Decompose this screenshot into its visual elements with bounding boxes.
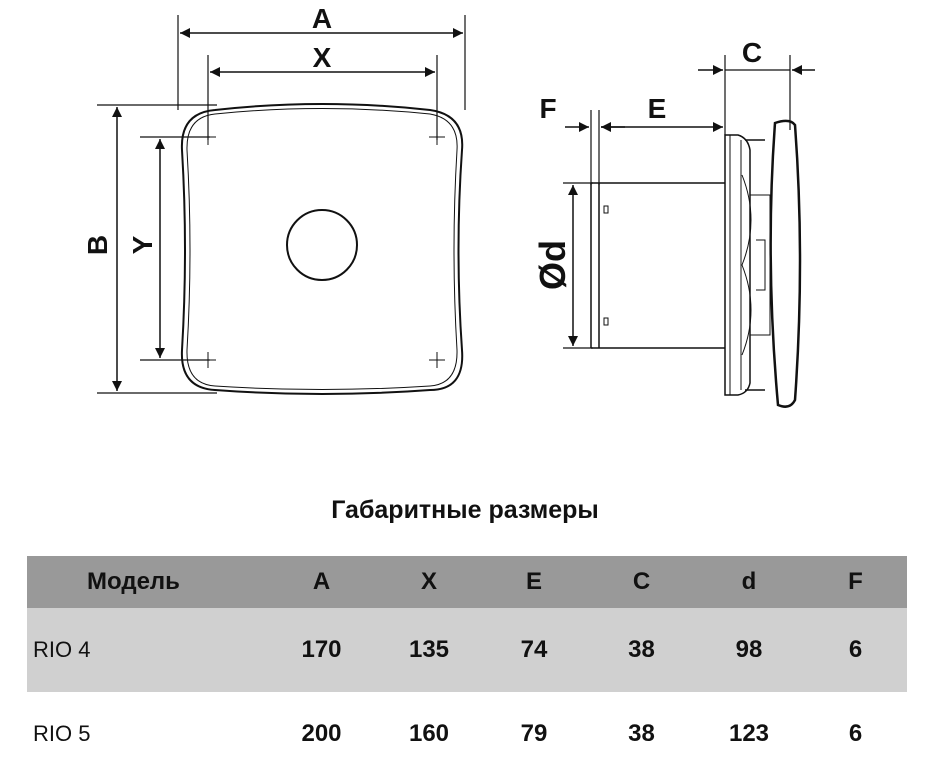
front-view bbox=[97, 15, 466, 395]
cell-a: 200 bbox=[301, 720, 342, 747]
cell-d: 98 bbox=[735, 636, 763, 663]
header-x: X bbox=[420, 568, 437, 595]
header-c: C bbox=[632, 568, 651, 595]
cell-model: RIO 5 bbox=[33, 721, 91, 746]
cell-e: 74 bbox=[520, 636, 548, 663]
cell-d: 123 bbox=[728, 720, 770, 747]
cell-a: 170 bbox=[301, 636, 342, 663]
label-y: Y bbox=[127, 235, 158, 254]
label-e: E bbox=[648, 93, 667, 124]
center-circle bbox=[286, 209, 358, 281]
table-title: Габаритные размеры bbox=[331, 496, 599, 524]
cell-e: 79 bbox=[520, 720, 548, 747]
cell-c: 38 bbox=[628, 636, 655, 663]
flange bbox=[724, 134, 751, 396]
header-e: E bbox=[525, 568, 542, 595]
label-a: A bbox=[312, 3, 332, 34]
label-x: X bbox=[313, 42, 332, 73]
duct bbox=[590, 182, 725, 349]
label-c: C bbox=[742, 37, 762, 68]
side-view bbox=[563, 55, 815, 408]
table-row: RIO 5 200 160 79 38 123 6 bbox=[27, 692, 907, 776]
cell-x: 160 bbox=[408, 720, 450, 747]
cell-f: 6 bbox=[848, 720, 863, 747]
cell-model: RIO 4 bbox=[33, 637, 91, 662]
side-extension-lines bbox=[563, 55, 791, 349]
mounting-hole-marks bbox=[200, 129, 445, 368]
cell-f: 6 bbox=[848, 636, 863, 663]
fan-blades bbox=[741, 174, 771, 356]
header-model: Модель bbox=[87, 568, 180, 595]
front-panel-outline bbox=[180, 103, 464, 395]
table-header-row: Модель A X E C d F bbox=[27, 556, 907, 608]
header-d: d bbox=[741, 568, 757, 595]
grille-cover bbox=[769, 119, 802, 408]
dimensions-table: Модель A X E C d F RIO 4 170 135 74 38 9… bbox=[27, 556, 907, 776]
header-f: F bbox=[848, 568, 863, 595]
label-f: F bbox=[539, 93, 556, 124]
extension-lines bbox=[97, 15, 466, 394]
dimension-drawing: A X B Y C F E Ød bbox=[82, 3, 815, 408]
table-row: RIO 4 170 135 74 38 98 6 bbox=[27, 608, 907, 692]
label-diameter-d: Ød bbox=[532, 240, 573, 290]
label-b: B bbox=[82, 235, 113, 255]
cell-c: 38 bbox=[628, 720, 655, 747]
cell-x: 135 bbox=[408, 636, 450, 663]
header-a: A bbox=[312, 568, 331, 595]
